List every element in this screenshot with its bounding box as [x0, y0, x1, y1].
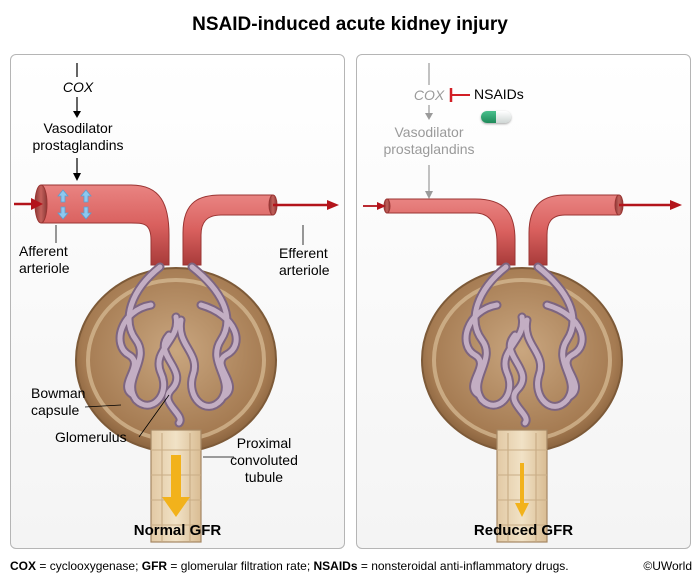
nsaid-inhibition-symbol — [449, 88, 470, 102]
glomerulus-label: Glomerulus — [55, 429, 127, 445]
vasodilator-label-line2: prostaglandins — [32, 137, 124, 153]
reduced-gfr-caption: Reduced GFR — [473, 522, 574, 539]
footnote-gfr-abbr: GFR — [141, 559, 168, 573]
afferent-label-line1: Afferent — [19, 243, 68, 259]
blood-flow-out-arrow — [619, 200, 682, 210]
blood-flow-in-arrow — [14, 198, 43, 210]
proximal-label-line1: Proximal — [236, 435, 292, 451]
copyright-notice: ©UWorld — [643, 559, 692, 573]
footnote-nsaids-def: = nonsteroidal anti-inflammatory drugs. — [357, 559, 569, 573]
figure-title: NSAID-induced acute kidney injury — [192, 14, 508, 35]
proximal-tubule — [150, 429, 202, 543]
afferent-arteriole-constricted — [383, 198, 516, 266]
pill-icon — [481, 111, 511, 123]
panel-normal-gfr: COX Vasodilator prostaglandins Afferent … — [10, 54, 345, 549]
vasodilator-label-line1: Vasodilator — [394, 124, 464, 140]
vasodilation-arrows — [57, 189, 92, 220]
cox-label: COX — [413, 87, 445, 103]
bowman-label-line2: capsule — [31, 402, 80, 418]
afferent-label-line2: arteriole — [19, 260, 70, 276]
filtrate-flow-arrow-thin — [515, 463, 529, 517]
vasodilator-label-line1: Vasodilator — [43, 120, 113, 136]
glomerulus-leader-line — [138, 394, 170, 438]
bowman-label-line1: Bowman — [31, 385, 86, 401]
bowman-leader-line — [84, 404, 122, 408]
efferent-label-line1: Efferent — [279, 245, 328, 261]
footnote-cox-def: = cyclooxygenase; — [36, 559, 142, 573]
footnote-nsaids-abbr: NSAIDs — [313, 559, 358, 573]
nsaids-label: NSAIDs — [474, 86, 524, 102]
normal-gfr-caption: Normal GFR — [133, 522, 222, 539]
blood-flow-out-arrow — [273, 200, 339, 210]
glomerulus-tuft-highlight — [463, 264, 585, 426]
footnote-cox-abbr: COX — [10, 559, 37, 573]
cox-label: COX — [62, 79, 94, 95]
footnote: COX = cyclooxygenase; GFR = glomerular f… — [10, 559, 569, 573]
normal-kidney-illustration — [14, 63, 339, 543]
efferent-arteriole — [182, 194, 278, 266]
panel-reduced-gfr: COX NSAIDs Vasodilator prostaglandins Re… — [356, 54, 691, 549]
proximal-label-line3: tubule — [244, 469, 284, 485]
footnote-gfr-def: = glomerular filtration rate; — [167, 559, 314, 573]
efferent-arteriole — [528, 194, 624, 266]
nsaid-kidney-illustration — [363, 63, 682, 543]
glomerulus-tuft-highlight — [117, 264, 239, 426]
vasodilator-label-line2: prostaglandins — [383, 141, 475, 157]
efferent-label-line2: arteriole — [279, 262, 330, 278]
filtrate-flow-arrow-thick — [162, 455, 190, 517]
proximal-label-line2: convoluted — [230, 452, 298, 468]
blood-flow-in-arrow — [363, 202, 386, 210]
